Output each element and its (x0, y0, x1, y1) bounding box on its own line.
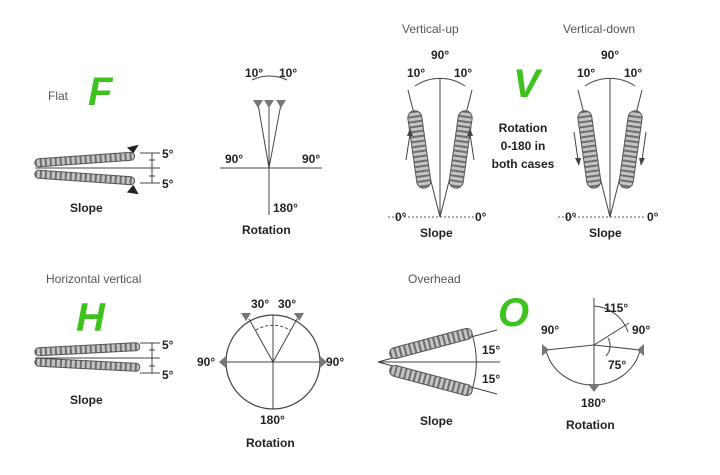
flat-slope-angle-bottom: 5° (162, 177, 174, 191)
flat-rotation-caption: Rotation (242, 223, 291, 237)
flat-upper-bead (34, 144, 139, 168)
flat-title: Flat (48, 89, 69, 103)
vertical-up-figure (388, 77, 475, 218)
horizontal-rotation-figure (219, 313, 327, 410)
flat-rot-right-small: 10° (279, 66, 298, 80)
flat-letter: F (88, 70, 112, 114)
horizontal-slope-angle-bottom: 5° (162, 368, 174, 382)
vertical-up-top-angle: 90° (431, 48, 450, 62)
horizontal-lower-bead (34, 357, 141, 372)
overhead-slope-angle-bottom: 15° (482, 372, 501, 386)
overhead-title: Overhead (408, 272, 461, 286)
vertical-down-title: Vertical-down (563, 22, 636, 36)
vertical-down-left-angle: 10° (577, 66, 596, 80)
vertical-down-top-angle: 90° (601, 48, 620, 62)
overhead-rotation-caption: Rotation (566, 418, 615, 432)
flat-rot-right: 90° (302, 152, 321, 166)
vertical-down-right-angle: 10° (624, 66, 643, 80)
vertical-down-caption: Slope (589, 226, 622, 240)
overhead-rot-left: 90° (541, 323, 560, 337)
vertical-up-base-left: 0° (395, 210, 407, 224)
overhead-slope-caption: Slope (420, 414, 453, 428)
vertical-letter: V (513, 62, 540, 106)
horizontal-rot-right-small: 30° (278, 297, 297, 311)
horizontal-slope-angle-top: 5° (162, 338, 174, 352)
flat-rot-bottom: 180° (273, 201, 298, 215)
vertical-down-figure (558, 77, 647, 218)
overhead-slope-angle-top: 15° (482, 343, 501, 357)
vertical-down-base-left: 0° (565, 210, 577, 224)
flat-slope-angle-top: 5° (162, 147, 174, 161)
flat-lower-bead (34, 169, 139, 195)
vertical-up-caption: Slope (420, 226, 453, 240)
flat-rot-left: 90° (225, 152, 244, 166)
flat-slope-figure (34, 144, 160, 195)
horizontal-title: Horizontal vertical (46, 272, 142, 286)
vertical-up-left-angle: 10° (407, 66, 426, 80)
vertical-down-base-right: 0° (647, 210, 659, 224)
horizontal-rot-left-small: 30° (251, 297, 270, 311)
vertical-up-base-right: 0° (475, 210, 487, 224)
vertical-note-line1: Rotation (498, 121, 548, 135)
vertical-note-line2: 0-180 in (500, 139, 546, 153)
overhead-slope-figure (377, 327, 500, 397)
horizontal-rot-left: 90° (197, 355, 216, 369)
flat-rotation-figure (220, 75, 322, 215)
vertical-up-title: Vertical-up (402, 22, 459, 36)
horizontal-rot-right: 90° (326, 355, 345, 369)
horizontal-upper-bead (34, 342, 141, 357)
flat-slope-caption: Slope (70, 201, 103, 215)
overhead-rot-bottom: 180° (581, 396, 606, 410)
overhead-letter: O (498, 291, 529, 335)
overhead-rotation-figure (542, 298, 644, 392)
vertical-up-right-angle: 10° (454, 66, 473, 80)
overhead-rot-right: 90° (632, 323, 651, 337)
horizontal-letter: H (76, 296, 105, 340)
horizontal-rot-bottom: 180° (260, 413, 285, 427)
vertical-note-line3: both cases (491, 157, 555, 171)
horizontal-rotation-caption: Rotation (246, 436, 295, 450)
horizontal-slope-figure (34, 342, 160, 374)
horizontal-slope-caption: Slope (70, 393, 103, 407)
flat-rot-left-small: 10° (245, 66, 264, 80)
overhead-rot-inner: 75° (608, 358, 627, 372)
overhead-rot-top: 115° (604, 301, 629, 315)
